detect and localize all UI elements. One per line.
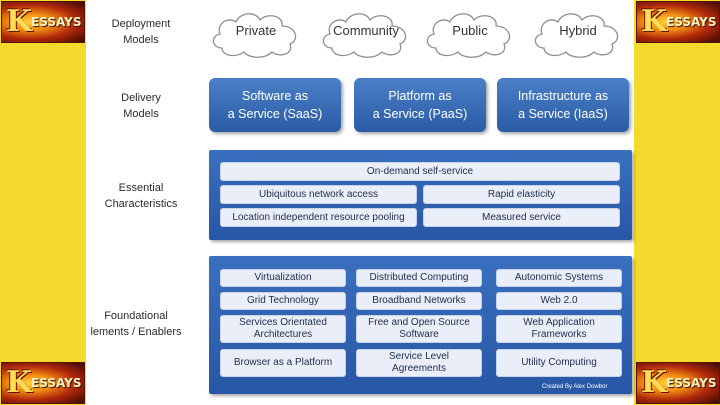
essential-characteristics-panel: On-demand self-service Ubiquitous networ…: [209, 150, 632, 240]
logo-letter: K: [6, 365, 33, 400]
foundational-enablers-panel: Virtualization Distributed Computing Aut…: [209, 256, 632, 394]
logo-text: ESSAYS: [31, 15, 82, 29]
delivery-iaas: Infrastructure as a Service (IaaS): [497, 78, 629, 132]
characteristic-rapid-elasticity: Rapid elasticity: [423, 185, 620, 204]
delivery-saas: Software as a Service (SaaS): [209, 78, 341, 132]
characteristic-on-demand: On-demand self-service: [220, 162, 620, 181]
deployment-model-label: Public: [452, 23, 488, 38]
logo-text: ESSAYS: [666, 376, 717, 390]
logo-text: ESSAYS: [666, 15, 717, 29]
enabler-sla: Service Level Agreements: [356, 349, 482, 377]
cloud-shape-icon: [534, 13, 619, 58]
enabler-grid-technology: Grid Technology: [220, 292, 346, 310]
deployment-model-label: Hybrid: [559, 23, 597, 38]
cloud-shape-icon: [426, 13, 511, 58]
label-delivery-models: Delivery Models: [121, 92, 161, 120]
enabler-web-app-frameworks: Web Application Frameworks: [496, 315, 622, 343]
enabler-web-2-0: Web 2.0: [496, 292, 622, 310]
logo-letter: K: [6, 4, 33, 39]
cloud-shape-icon: [212, 13, 297, 58]
credit-text: Created By Alex Dowbor: [542, 384, 608, 390]
logo-letter: K: [641, 365, 668, 400]
enabler-autonomic-systems: Autonomic Systems: [496, 269, 622, 287]
essays-logo-top-right: K ESSAYS: [636, 1, 720, 43]
label-foundational-enablers: Foundational lements / Enablers: [90, 310, 182, 338]
cloud-private: Private: [208, 8, 304, 60]
enabler-browser-platform: Browser as a Platform: [220, 349, 346, 377]
enabler-broadband-networks: Broadband Networks: [356, 292, 482, 310]
label-deployment-models: Deployment Models: [111, 18, 171, 46]
enabler-virtualization: Virtualization: [220, 269, 346, 287]
characteristic-resource-pooling: Location independent resource pooling: [220, 208, 417, 227]
label-essential-characteristics: Essential Characteristics: [104, 182, 178, 210]
cloud-shape-icon: [322, 13, 407, 58]
essays-logo-bottom-right: K ESSAYS: [636, 362, 720, 404]
essays-logo-bottom-left: K ESSAYS: [1, 362, 85, 404]
logo-letter: K: [641, 4, 668, 39]
enabler-utility-computing: Utility Computing: [496, 349, 622, 377]
cloud-community: Community: [318, 8, 414, 60]
delivery-paas: Platform as a Service (PaaS): [354, 78, 486, 132]
enabler-soa: Services Orientated Architectures: [220, 315, 346, 343]
deployment-model-label: Community: [333, 23, 399, 38]
enabler-distributed-computing: Distributed Computing: [356, 269, 482, 287]
characteristic-measured-service: Measured service: [423, 208, 620, 227]
enabler-foss: Free and Open Source Software: [356, 315, 482, 343]
essays-logo-top-left: K ESSAYS: [1, 1, 85, 43]
deployment-model-label: Private: [235, 23, 277, 38]
logo-text: ESSAYS: [31, 376, 82, 390]
characteristic-network-access: Ubiquitous network access: [220, 185, 417, 204]
cloud-public: Public: [422, 8, 518, 60]
cloud-hybrid: Hybrid: [530, 8, 626, 60]
